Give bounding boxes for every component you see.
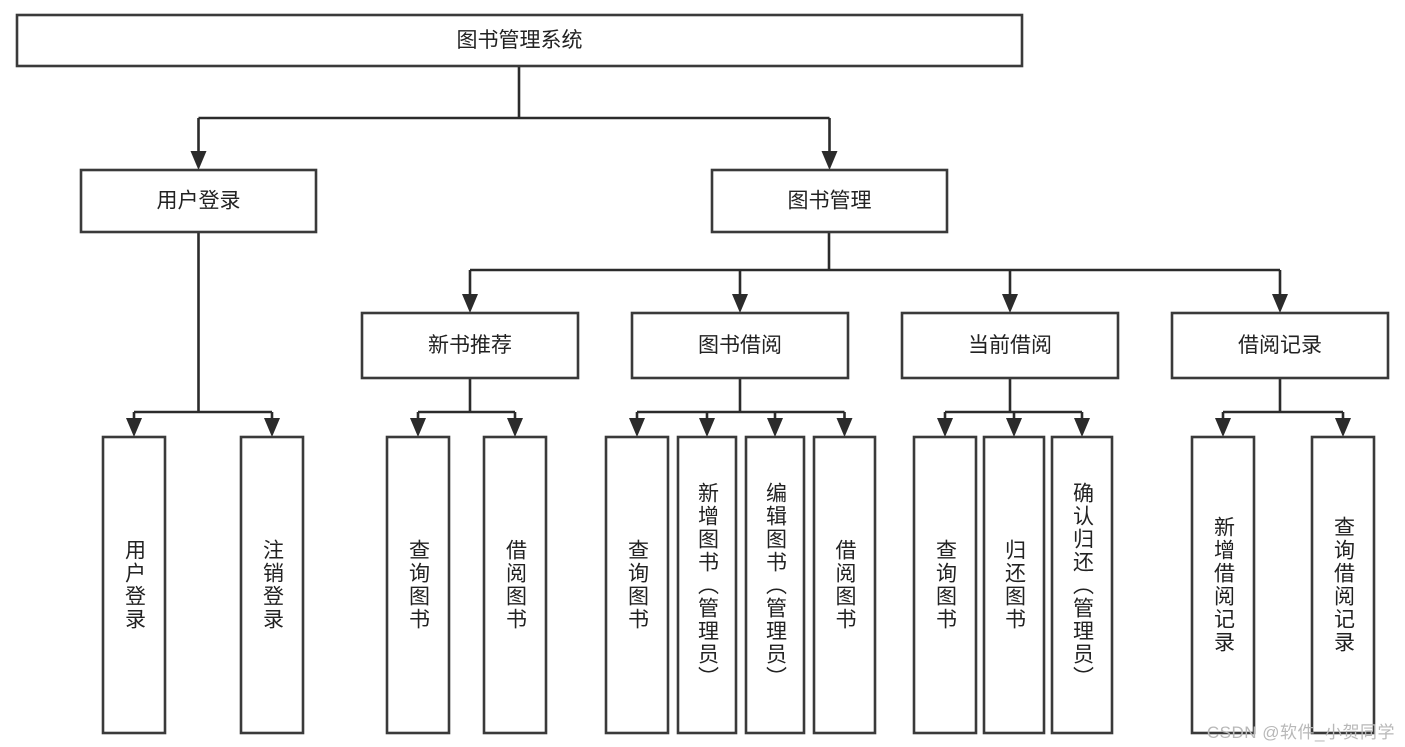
- node-leaf-logout-login[interactable]: [239, 435, 305, 735]
- book-borrow-to-leaf-add-book-admin-arrowhead: [699, 418, 715, 437]
- node-leaf-query-book-current[interactable]: [912, 435, 978, 735]
- node-book-borrow[interactable]: [630, 311, 850, 380]
- node-leaf-edit-book-admin[interactable]: [744, 435, 806, 735]
- node-root-label: 图书管理系统: [457, 29, 583, 52]
- node-leaf-add-borrow-record[interactable]: [1190, 435, 1256, 735]
- node-leaf-borrow-book-recommend[interactable]: [482, 435, 548, 735]
- node-book-management[interactable]: [710, 168, 949, 234]
- node-leaf-borrow-book[interactable]: [812, 435, 877, 735]
- node-leaf-confirm-return-admin[interactable]: [1050, 435, 1114, 735]
- borrow-record-to-leaf-add-borrow-record-arrowhead: [1215, 418, 1231, 437]
- node-user-login[interactable]: [79, 168, 318, 234]
- node-root[interactable]: [15, 13, 1024, 68]
- node-leaf-query-book-borrow[interactable]: [604, 435, 670, 735]
- book-borrow-to-leaf-borrow-book-arrowhead: [836, 418, 853, 437]
- node-new-book-recommend[interactable]: [360, 311, 580, 380]
- bm-to-current-borrow-arrowhead: [1002, 294, 1018, 313]
- node-leaf-query-book-recommend[interactable]: [385, 435, 451, 735]
- book-borrow-to-leaf-query-book-borrow-arrowhead: [629, 418, 645, 437]
- node-current-borrow-label: 当前借阅: [968, 334, 1052, 357]
- node-user-login-label: 用户登录: [157, 190, 241, 213]
- bm-to-borrow-record-arrowhead: [1272, 294, 1288, 313]
- node-borrow-record-label: 借阅记录: [1238, 334, 1322, 357]
- bm-to-new-book-recommend-arrowhead: [462, 294, 478, 313]
- node-borrow-record[interactable]: [1170, 311, 1390, 380]
- new-book-recommend-to-leaf-borrow-book-recommend-arrowhead: [507, 418, 523, 437]
- current-borrow-to-leaf-query-book-current-arrowhead: [937, 418, 953, 437]
- borrow-record-to-leaf-query-borrow-record-arrowhead: [1335, 418, 1351, 437]
- bm-to-book-borrow-arrowhead: [732, 294, 748, 313]
- node-leaf-return-book[interactable]: [982, 435, 1046, 735]
- node-book-management-label: 图书管理: [788, 190, 872, 213]
- user-login-to-leaf-user-login-arrowhead: [126, 418, 142, 437]
- box-layer: [15, 13, 1390, 735]
- book-borrow-to-leaf-edit-book-admin-arrowhead: [767, 418, 783, 437]
- node-leaf-user-login[interactable]: [101, 435, 167, 735]
- watermark-text: CSDN @软件_小贺同学: [1206, 723, 1395, 742]
- node-current-borrow[interactable]: [900, 311, 1120, 380]
- root-to-user-login-arrowhead: [190, 151, 207, 170]
- user-login-to-leaf-logout-login-arrowhead: [264, 418, 280, 437]
- current-borrow-to-leaf-return-book-arrowhead: [1006, 418, 1022, 437]
- node-leaf-query-borrow-record[interactable]: [1310, 435, 1376, 735]
- connector-layer: [126, 66, 1351, 437]
- current-borrow-to-leaf-confirm-return-admin-arrowhead: [1074, 418, 1090, 437]
- new-book-recommend-to-leaf-query-book-recommend-arrowhead: [410, 418, 426, 437]
- node-leaf-add-book-admin[interactable]: [676, 435, 738, 735]
- node-book-borrow-label: 图书借阅: [698, 334, 782, 357]
- node-new-book-recommend-label: 新书推荐: [428, 334, 512, 357]
- root-to-book-management-arrowhead: [821, 151, 838, 170]
